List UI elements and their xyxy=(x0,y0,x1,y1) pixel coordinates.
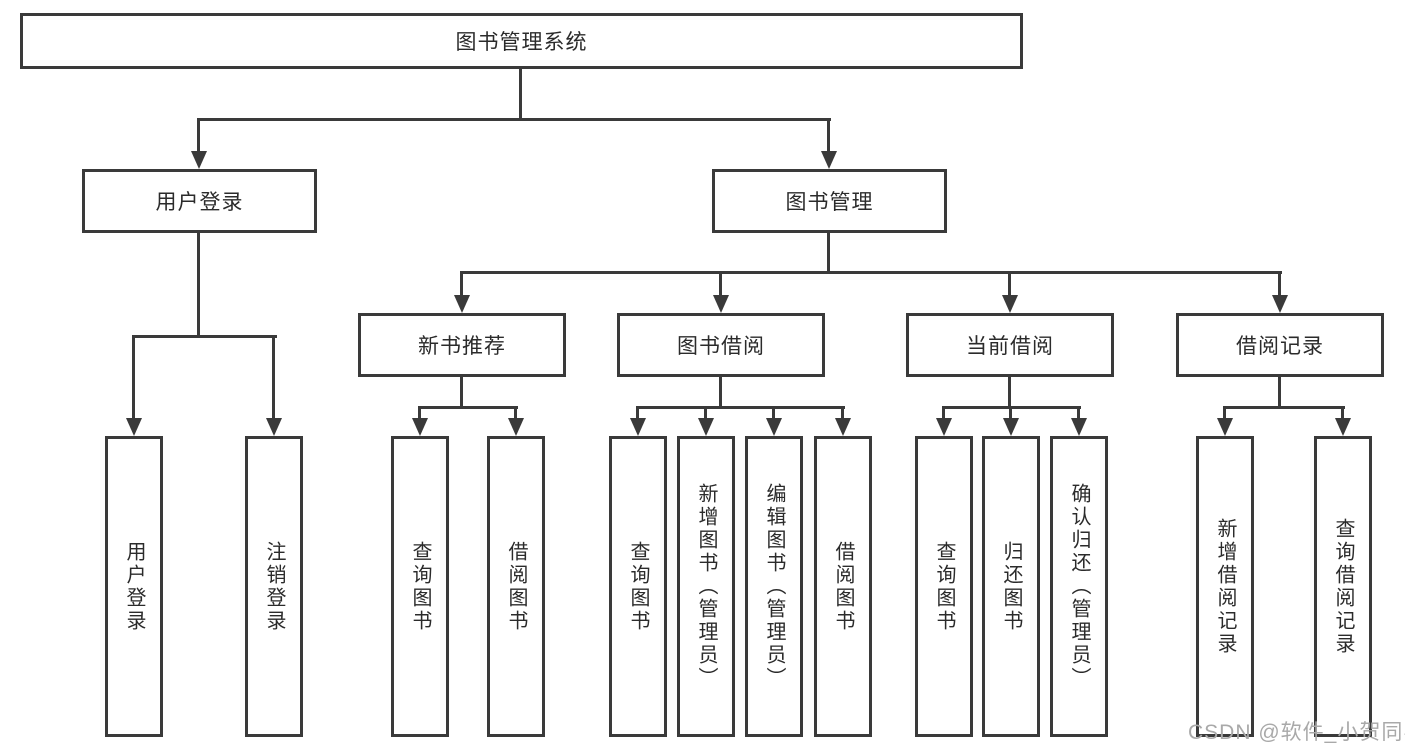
node-book-borrow: 图书借阅 xyxy=(617,313,825,377)
leaf-label: 注销登录 xyxy=(263,540,285,633)
leaf-label: 查询图书 xyxy=(933,540,955,633)
connector-to-user-login xyxy=(197,118,200,151)
watermark: CSDN @软件_小贺同学 xyxy=(1188,721,1405,744)
connector-userlogin-branch xyxy=(132,335,277,338)
leaf-label: 编辑图书（管理员） xyxy=(763,483,785,690)
arrow-down-icon xyxy=(835,418,851,436)
connector-stub xyxy=(1009,406,1012,418)
connector-stub xyxy=(418,406,421,418)
connector-current-stem xyxy=(1008,377,1011,406)
arrow-down-icon xyxy=(1217,418,1233,436)
node-new-book-recommend: 新书推荐 xyxy=(358,313,566,377)
connector-stub xyxy=(1223,406,1226,418)
connector-stub xyxy=(942,406,945,418)
arrow-down-icon xyxy=(126,418,142,436)
leaf-borrow-books: 借阅图书 xyxy=(814,436,872,737)
arrow-down-icon xyxy=(1071,418,1087,436)
arrow-down-icon xyxy=(454,295,470,313)
connector-recommend-stem xyxy=(460,377,463,406)
connector-root-branch xyxy=(197,118,831,121)
node-user-login: 用户登录 xyxy=(82,169,317,233)
connector-userlogin-stem xyxy=(197,232,200,335)
arrow-down-icon xyxy=(936,418,952,436)
arrow-down-icon xyxy=(630,418,646,436)
leaf-label: 新增借阅记录 xyxy=(1214,517,1236,656)
arrow-down-icon xyxy=(266,418,282,436)
leaf-add-borrow-record: 新增借阅记录 xyxy=(1196,436,1254,737)
connector-stub xyxy=(704,406,707,418)
connector-records-branch xyxy=(1223,406,1345,409)
node-current-borrow: 当前借阅 xyxy=(906,313,1114,377)
leaf-query-borrow-record: 查询借阅记录 xyxy=(1314,436,1372,737)
connector-bookmgmt-stem xyxy=(827,233,830,271)
connector-stub xyxy=(772,406,775,418)
arrow-down-icon xyxy=(191,151,207,169)
leaf-label: 查询借阅记录 xyxy=(1332,517,1354,656)
leaf-label: 归还图书 xyxy=(1000,540,1022,633)
connector-stub xyxy=(1077,406,1080,418)
connector-root-stem xyxy=(519,69,522,118)
connector-borrow-branch xyxy=(636,406,845,409)
leaf-label: 用户登录 xyxy=(123,540,145,633)
connector-records-stem xyxy=(1278,377,1281,406)
connector-stub xyxy=(1341,406,1344,418)
connector-bookmgmt-branch xyxy=(460,271,1282,274)
connector-recommend-branch xyxy=(418,406,518,409)
leaf-query-books-current: 查询图书 xyxy=(915,436,973,737)
connector-stub xyxy=(841,406,844,418)
leaf-add-book-admin: 新增图书（管理员） xyxy=(677,436,735,737)
node-book-management: 图书管理 xyxy=(712,169,947,233)
leaf-label: 查询图书 xyxy=(627,540,649,633)
connector-stub xyxy=(1278,271,1281,295)
connector-to-book-management xyxy=(827,118,830,151)
leaf-borrow-books-recommend: 借阅图书 xyxy=(487,436,545,737)
arrow-down-icon xyxy=(1335,418,1351,436)
connector-stub xyxy=(272,335,275,418)
leaf-logout: 注销登录 xyxy=(245,436,303,737)
arrow-down-icon xyxy=(713,295,729,313)
arrow-down-icon xyxy=(1272,295,1288,313)
leaf-label: 借阅图书 xyxy=(832,540,854,633)
connector-stub xyxy=(1008,271,1011,295)
leaf-return-book: 归还图书 xyxy=(982,436,1040,737)
arrow-down-icon xyxy=(1003,418,1019,436)
connector-stub xyxy=(636,406,639,418)
arrow-down-icon xyxy=(1002,295,1018,313)
leaf-user-login: 用户登录 xyxy=(105,436,163,737)
connector-stub xyxy=(460,271,463,295)
connector-stub xyxy=(514,406,517,418)
connector-stub xyxy=(719,271,722,295)
arrow-down-icon xyxy=(698,418,714,436)
leaf-confirm-return-admin: 确认归还（管理员） xyxy=(1050,436,1108,737)
leaf-label: 新增图书（管理员） xyxy=(695,483,717,690)
arrow-down-icon xyxy=(508,418,524,436)
arrow-down-icon xyxy=(766,418,782,436)
node-borrow-records: 借阅记录 xyxy=(1176,313,1384,377)
leaf-query-books-recommend: 查询图书 xyxy=(391,436,449,737)
leaf-label: 确认归还（管理员） xyxy=(1068,483,1090,690)
connector-stub xyxy=(132,335,135,418)
arrow-down-icon xyxy=(821,151,837,169)
leaf-label: 查询图书 xyxy=(409,540,431,633)
connector-borrow-stem xyxy=(719,377,722,406)
leaf-query-books-borrow: 查询图书 xyxy=(609,436,667,737)
arrow-down-icon xyxy=(412,418,428,436)
node-library-management-system: 图书管理系统 xyxy=(20,13,1023,69)
leaf-edit-book-admin: 编辑图书（管理员） xyxy=(745,436,803,737)
leaf-label: 借阅图书 xyxy=(505,540,527,633)
